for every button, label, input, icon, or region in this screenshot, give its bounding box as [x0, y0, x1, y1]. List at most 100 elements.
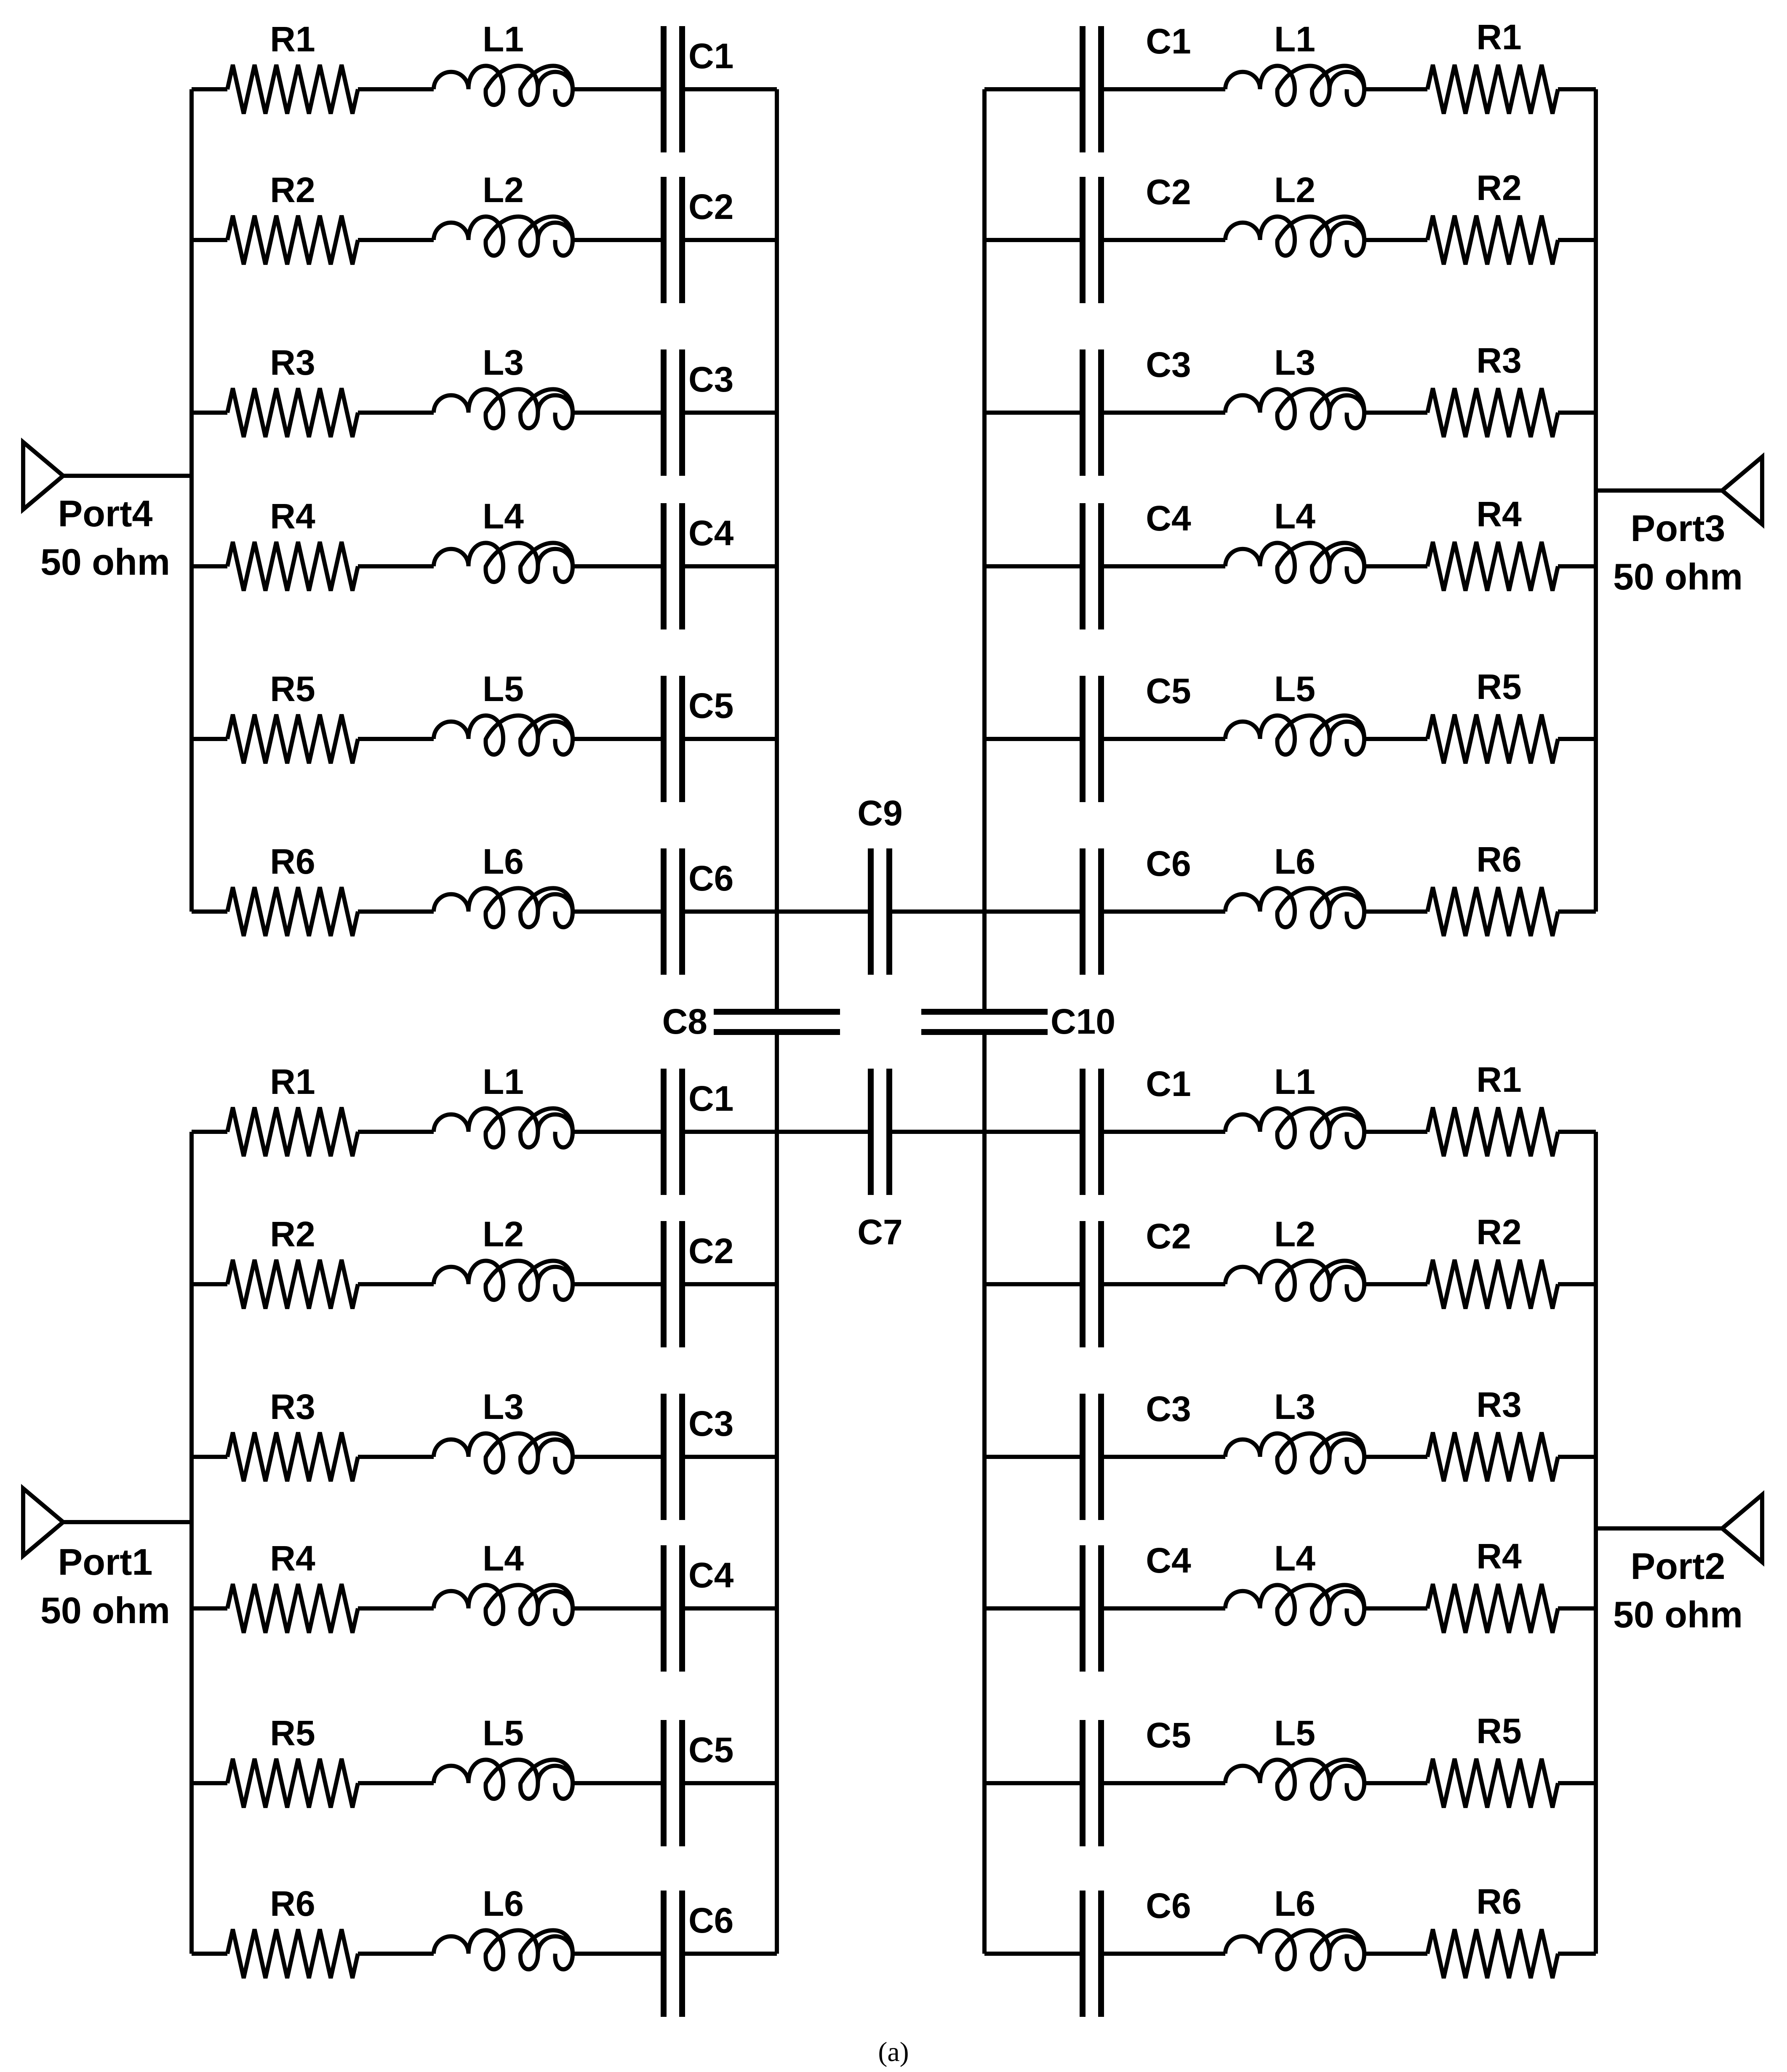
resistor-label: R2 [270, 1214, 315, 1254]
inductor-l3 [432, 387, 575, 430]
resistor-label: R3 [1476, 341, 1521, 380]
port-impedance: 50 ohm [40, 541, 170, 583]
capacitor-c10 [921, 1009, 1048, 1035]
resistor-r3 [1425, 387, 1560, 438]
capacitor-c8 [714, 1009, 840, 1035]
inductor-label: L6 [483, 842, 524, 881]
capacitor-label: C5 [688, 686, 733, 725]
resistor-label: R2 [270, 170, 315, 210]
port-name: Port1 [58, 1541, 153, 1583]
capacitor-label: C2 [1146, 172, 1191, 212]
resistor-r3 [1425, 1432, 1560, 1482]
inductor-label: L5 [1274, 1713, 1315, 1753]
capacitor-c6 [1080, 848, 1104, 975]
capacitor-c5 [1080, 676, 1104, 802]
resistor-label: R5 [270, 669, 315, 709]
capacitor-label: C4 [1146, 1541, 1191, 1580]
port-name: Port2 [1631, 1545, 1726, 1587]
port-triangle-icon [1719, 452, 1764, 529]
inductor-label: L4 [1274, 1539, 1315, 1578]
inductor-label: L6 [483, 1884, 524, 1923]
capacitor-c5 [1080, 1720, 1104, 1846]
resistor-r2 [225, 1259, 360, 1309]
port-triangle-icon [21, 437, 67, 514]
inductor-label: L2 [1274, 1214, 1315, 1254]
capacitor-c6 [661, 848, 685, 975]
resistor-label: R5 [1476, 667, 1521, 707]
resistor-r1 [1425, 64, 1560, 115]
inductor-label: L5 [1274, 669, 1315, 709]
resistor-r4 [225, 541, 360, 592]
capacitor-c1 [1080, 1069, 1104, 1195]
capacitor-c1 [661, 1069, 685, 1195]
resistor-r6 [225, 886, 360, 937]
resistor-label: R1 [270, 1062, 315, 1101]
inductor-label: L3 [1274, 1387, 1315, 1427]
inductor-label: L1 [483, 19, 524, 59]
inductor-label: L2 [1274, 170, 1315, 210]
capacitor-label: C5 [688, 1730, 733, 1770]
inductor-label: L1 [483, 1062, 524, 1101]
inductor-l5 [432, 713, 575, 757]
capacitor-label: C1 [1146, 1064, 1191, 1104]
capacitor-label: C2 [688, 1231, 733, 1271]
capacitor-c6 [661, 1891, 685, 2017]
capacitor-c2 [1080, 1221, 1104, 1347]
capacitor-c3 [1080, 1394, 1104, 1520]
port-impedance: 50 ohm [1613, 1594, 1743, 1635]
resistor-r4 [1425, 1583, 1560, 1634]
resistor-r1 [225, 64, 360, 115]
resistor-label: R2 [1476, 168, 1521, 208]
resistor-r3 [225, 1432, 360, 1482]
inductor-l1 [432, 1106, 575, 1149]
capacitor-label: C3 [688, 1404, 733, 1443]
capacitor-label: C10 [1051, 1002, 1115, 1041]
inductor-label: L4 [483, 1539, 524, 1578]
capacitor-c2 [661, 177, 685, 303]
inductor-label: L4 [483, 496, 524, 536]
capacitor-c6 [1080, 1891, 1104, 2017]
resistor-r5 [1425, 714, 1560, 764]
inductor-l6 [1223, 886, 1367, 929]
resistor-label: R4 [1476, 494, 1522, 534]
inductor-label: L3 [483, 343, 524, 382]
inductor-l4 [432, 541, 575, 584]
inductor-l2 [1223, 1259, 1367, 1302]
figure-caption: (a) [878, 2037, 909, 2067]
resistor-label: R3 [270, 343, 315, 382]
resistor-r5 [1425, 1758, 1560, 1808]
capacitor-label: C5 [1146, 1715, 1191, 1755]
inductor-label: L4 [1274, 496, 1315, 536]
resistor-label: R3 [1476, 1385, 1521, 1424]
resistor-label: R6 [1476, 1882, 1521, 1921]
resistor-r4 [1425, 541, 1560, 592]
capacitor-label: C1 [1146, 21, 1191, 61]
resistor-r1 [225, 1107, 360, 1157]
capacitor-c2 [661, 1221, 685, 1347]
resistor-label: R6 [270, 1884, 315, 1923]
inductor-l6 [432, 1928, 575, 1971]
inductor-label: L2 [483, 170, 524, 210]
resistor-r6 [1425, 886, 1560, 937]
resistor-label: R4 [270, 496, 315, 536]
capacitor-label: C5 [1146, 671, 1191, 711]
capacitor-label: C1 [688, 1079, 733, 1118]
capacitor-c2 [1080, 177, 1104, 303]
resistor-r1 [1425, 1107, 1560, 1157]
resistor-label: R4 [270, 1539, 315, 1578]
inductor-l5 [432, 1757, 575, 1801]
capacitor-label: C2 [688, 187, 733, 227]
inductor-l5 [1223, 713, 1367, 757]
capacitor-label: C8 [662, 1002, 707, 1041]
inductor-l4 [1223, 541, 1367, 584]
resistor-label: R5 [270, 1713, 315, 1753]
capacitor-c4 [1080, 1545, 1104, 1672]
capacitor-label: C6 [688, 859, 733, 898]
capacitor-c5 [661, 676, 685, 802]
inductor-label: L3 [1274, 343, 1315, 382]
port-impedance: 50 ohm [1613, 556, 1743, 597]
capacitor-label: C4 [1146, 499, 1191, 538]
